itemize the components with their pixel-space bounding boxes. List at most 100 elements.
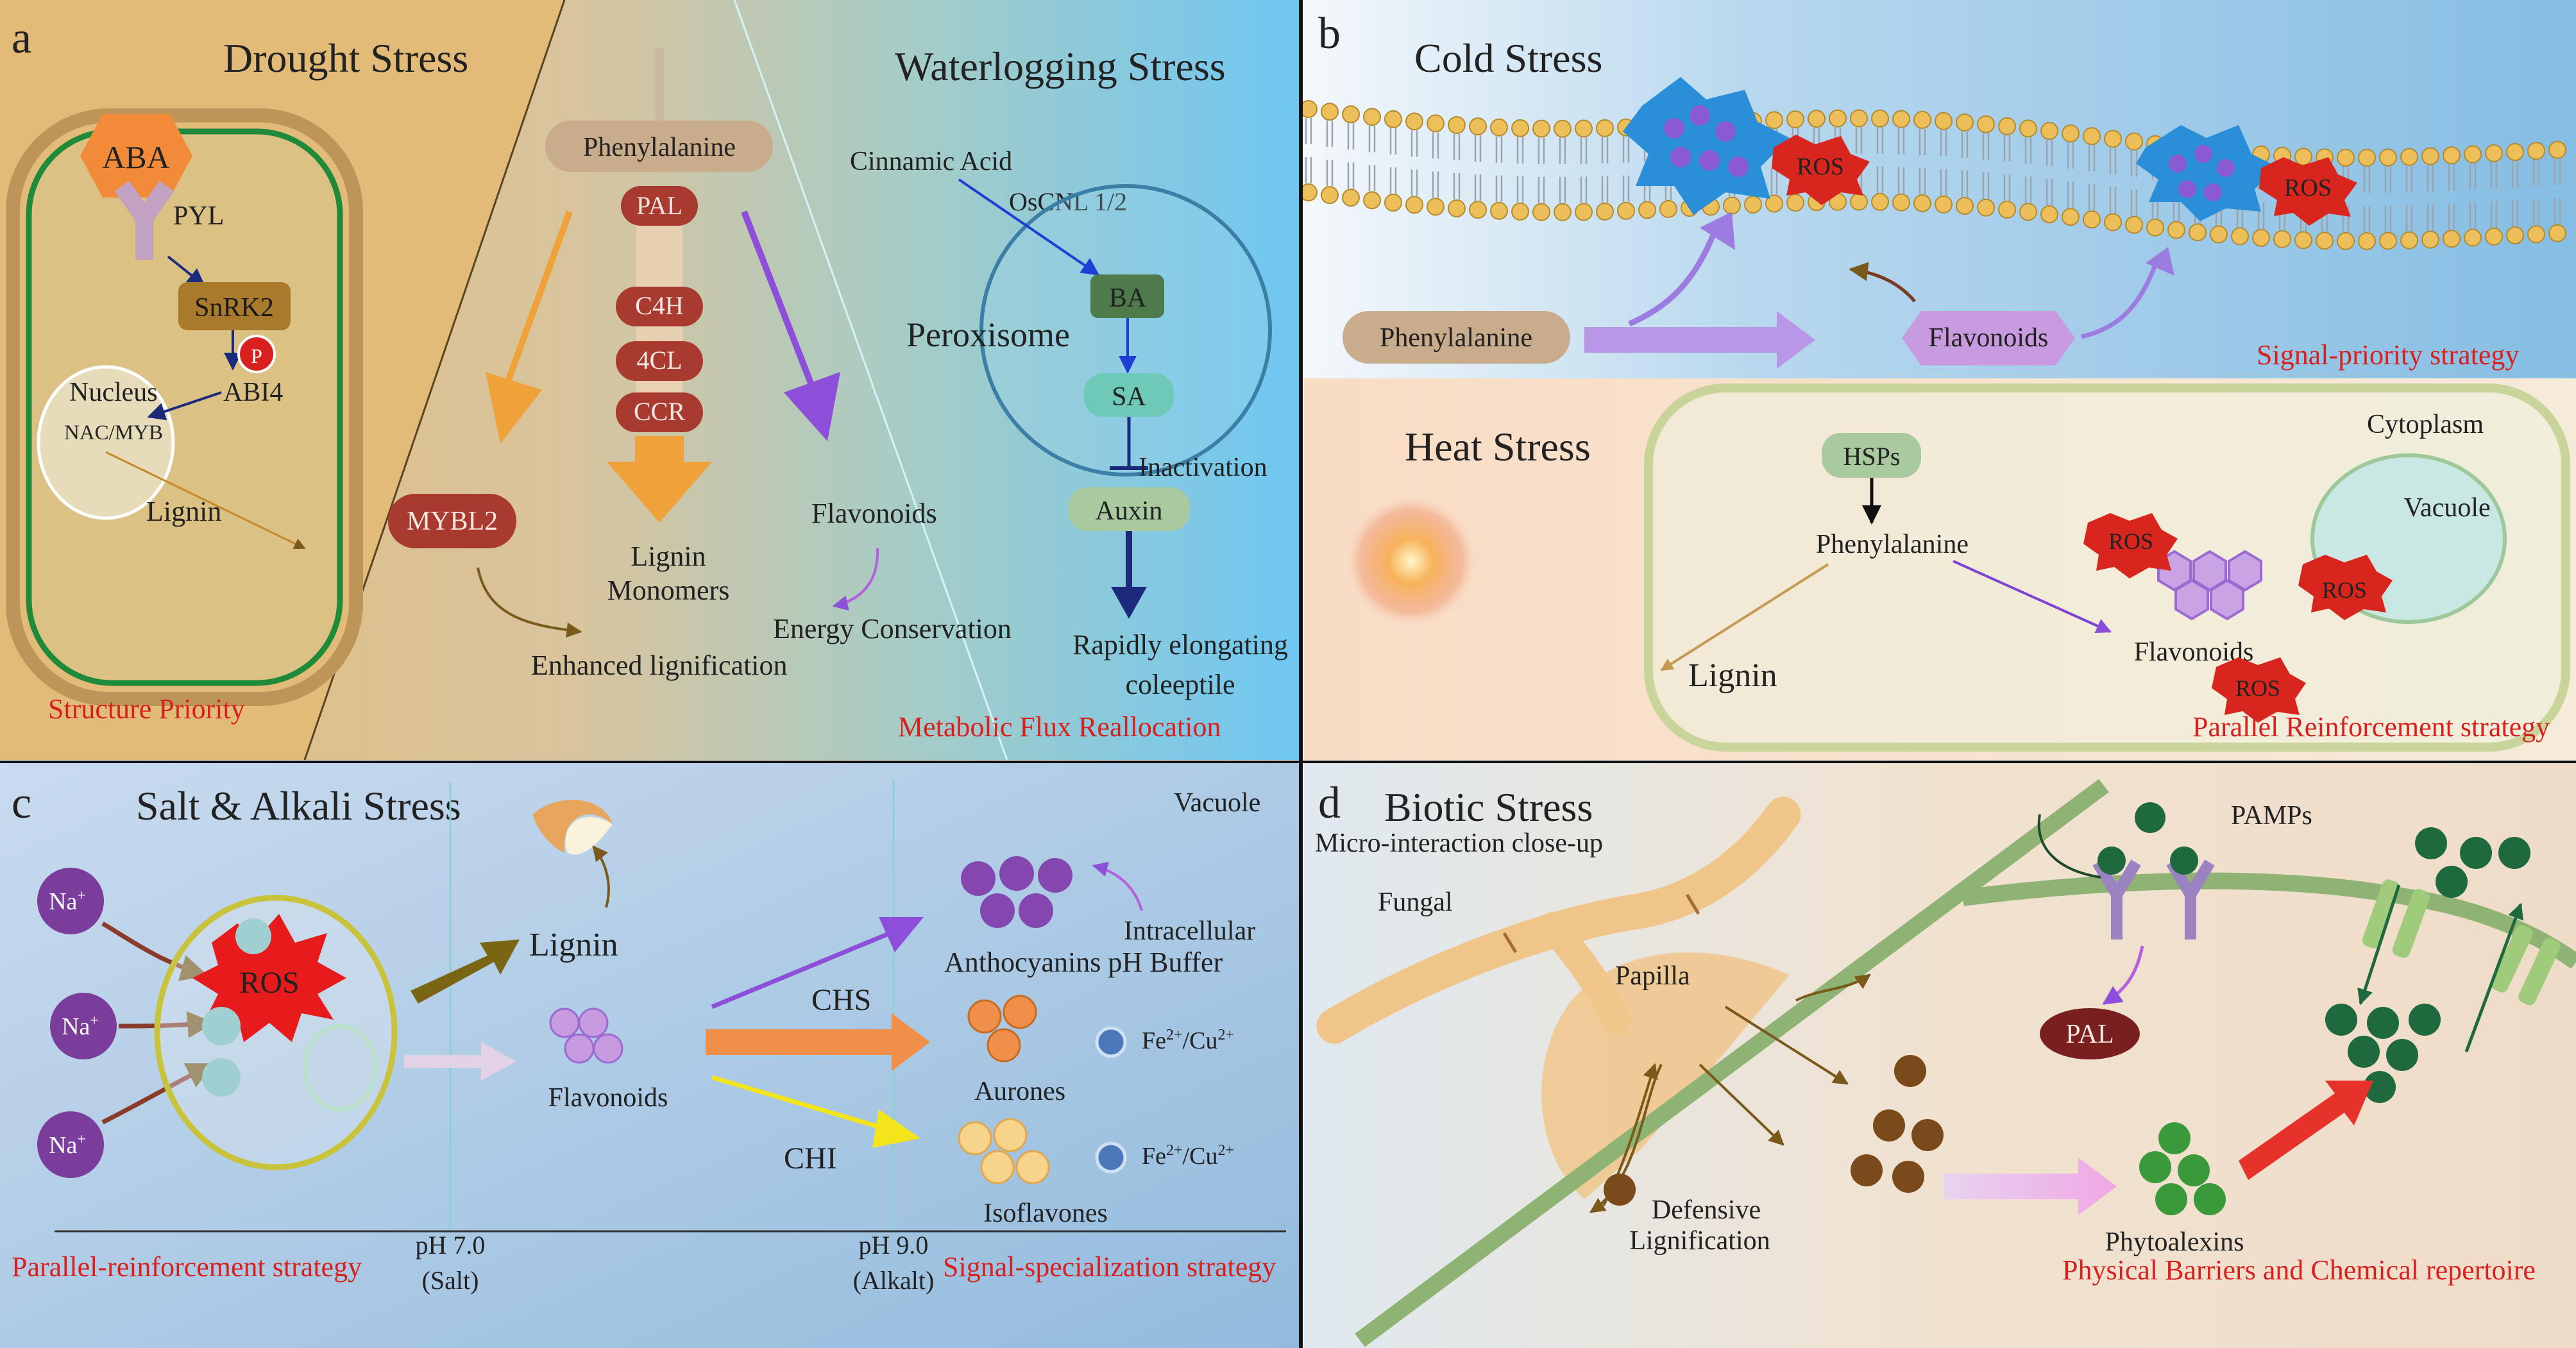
panel-a-divider-right: [733, 0, 1008, 761]
ice-crystal-2: [2136, 125, 2277, 221]
lipid-tail: [1961, 171, 1969, 198]
biotic-subtitle: Micro-interaction close-up: [1315, 829, 1603, 858]
lipid-head: [2040, 122, 2058, 140]
purple-arrow-head-a: [784, 372, 840, 441]
ccr-chip: [616, 392, 703, 432]
lipid-head: [2443, 230, 2461, 248]
panel-a-letter: a: [12, 13, 31, 63]
na-ion-1: [37, 868, 104, 934]
lipid-head: [2167, 221, 2185, 239]
lipid-head: [1448, 115, 1466, 134]
drought-lignin-label: Lignin: [146, 496, 221, 527]
lipid-tail: [1919, 167, 1926, 194]
pyl-label: PYL: [173, 201, 224, 231]
lipid-head: [2019, 203, 2037, 221]
lipid-tail: [1919, 128, 1926, 155]
salt-flavonoids-label: Flavonoids: [548, 1083, 668, 1113]
lipid-tail: [1516, 176, 1524, 203]
salt-organelle: [303, 1024, 377, 1111]
intracellular-arrow: [1092, 861, 1143, 911]
nucleus: [37, 365, 175, 520]
cold-flavonoids-label: Flavonoids: [1929, 323, 2049, 353]
lipid-head: [1342, 105, 1360, 124]
4cl-chip: [616, 341, 703, 381]
lipid-tail: [1940, 130, 1947, 156]
flavonoids-label-a: Flavonoids: [811, 498, 937, 529]
pamp: [2097, 847, 2126, 875]
lipid-head: [2083, 210, 2101, 229]
heat-strategy: Parallel Reinforcement strategy: [2192, 711, 2550, 743]
lipid-head: [1511, 202, 1529, 221]
lipid-tail: [1855, 127, 1863, 154]
lipid-head: [2316, 232, 2334, 250]
channel-right: [2392, 889, 2430, 958]
export-arrow-up: [2464, 902, 2523, 1052]
na-label-1: Na+: [49, 888, 86, 915]
lipid-head: [1342, 189, 1360, 207]
lipid-head: [2527, 225, 2545, 244]
ccr-label: CCR: [634, 397, 685, 426]
lipid-head: [1998, 117, 2016, 135]
lignin-fiber-icon-shine: [565, 816, 613, 855]
na-ion-2: [50, 993, 117, 1059]
metal-label-2: Fe2+/Cu2+: [1142, 1142, 1234, 1170]
lipid-tail: [1982, 172, 1990, 199]
lipid-head: [1659, 199, 1677, 218]
lipid-head: [1892, 193, 1910, 212]
heat-ros-3: [2212, 657, 2306, 723]
lipid-tail: [2384, 205, 2392, 232]
receptor-1: [2092, 859, 2141, 939]
lipid-tail: [2427, 204, 2434, 231]
lignin-ball: [1873, 1109, 1905, 1142]
mybl2-to-lignification-arrow: [477, 567, 582, 638]
lipid-head: [1363, 191, 1381, 210]
pal-label-a: PAL: [636, 191, 682, 220]
na-text: Na: [62, 1013, 90, 1040]
heat-title: Heat Stress: [1405, 424, 1591, 469]
abi4-to-nucleus-arrow: [147, 391, 222, 421]
inactivation-label: Inactivation: [1139, 453, 1267, 482]
ice-dot: [2194, 145, 2212, 163]
lipid-tail: [1559, 137, 1566, 164]
lipid-head: [1935, 195, 1953, 214]
lipid-head: [1850, 109, 1868, 128]
lipid-head: [1617, 201, 1635, 220]
export-arrow-down: [2357, 884, 2401, 1006]
salt-strategy-right: Signal-specialization strategy: [943, 1251, 1276, 1283]
heat-ros-label-1: ROS: [2108, 528, 2153, 554]
lipid-head: [1998, 200, 2016, 219]
sa-chip: [1084, 373, 1174, 417]
aurone-arrow: [706, 1013, 930, 1071]
cold-phenylalanine-label: Phenylalanine: [1380, 323, 1532, 353]
lignin-big-arrow: [607, 436, 712, 523]
lipid-tail: [1389, 167, 1397, 194]
cu-sup: 2+: [1217, 1142, 1234, 1159]
coleeptile-label: coleeptile: [1125, 669, 1235, 700]
lignin-ball: [1851, 1154, 1883, 1186]
intracellular-label: Intracellular: [1124, 916, 1255, 946]
na-ion-3: [37, 1111, 104, 1178]
isoflavone-dot: [1015, 1150, 1050, 1184]
lipid-head: [2464, 145, 2482, 164]
lipid-tail: [1368, 165, 1376, 192]
nucleus-label: Nucleus: [69, 378, 158, 407]
lipid-tail: [1538, 176, 1545, 203]
phenylalanine-chip-a: [545, 121, 773, 172]
lipid-head: [2040, 205, 2058, 224]
lignin-up-arrow: [592, 845, 610, 908]
pyl-receptor: [114, 180, 174, 260]
ice-dot: [1699, 150, 1720, 171]
aurone-dot: [1003, 995, 1037, 1029]
aurone-cluster: [967, 995, 1037, 1063]
molecule-dot: [2460, 837, 2492, 869]
abi4-label: ABI4: [223, 378, 283, 407]
lipid-tail: [2469, 202, 2477, 229]
peroxisome-label: Peroxisome: [906, 316, 1070, 354]
lipid-head: [2337, 148, 2355, 167]
lipid-tail: [2448, 164, 2455, 191]
salt-cell: [154, 895, 398, 1170]
ba-label: BA: [1109, 283, 1147, 313]
lipid-tail: [1622, 175, 1630, 202]
aurone-dot: [987, 1028, 1021, 1063]
panel-a: a Drought Stress ABA PYL SnRK2 P ABI4 Nu…: [0, 0, 1299, 761]
